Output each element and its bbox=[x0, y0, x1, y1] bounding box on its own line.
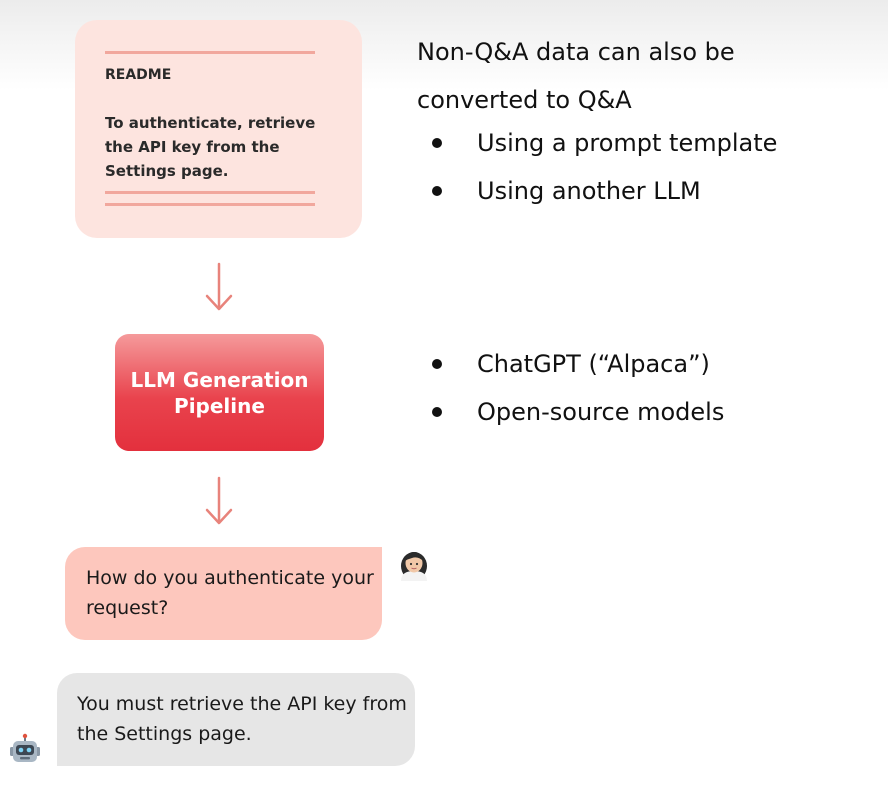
down-arrow-icon bbox=[205, 476, 233, 525]
heading: Non-Q&A data can also be converted to Q&… bbox=[417, 38, 735, 114]
readme-top-rule bbox=[105, 51, 315, 54]
bullet-item: Using another LLM bbox=[432, 167, 777, 215]
readme-bottom-rule-2 bbox=[105, 203, 315, 206]
bullet-list-bottom: ChatGPT (“Alpaca”) Open-source models bbox=[432, 340, 724, 436]
llm-pipeline-box: LLM Generation Pipeline bbox=[115, 334, 324, 451]
readme-title: README bbox=[105, 67, 172, 83]
readme-card: README To authenticate, retrieve the API… bbox=[75, 20, 362, 238]
bullet-dot-icon bbox=[432, 407, 442, 417]
bullet-item: ChatGPT (“Alpaca”) bbox=[432, 340, 724, 388]
bullet-dot-icon bbox=[432, 186, 442, 196]
answer-text: You must retrieve the API key from the S… bbox=[77, 693, 407, 745]
bullet-dot-icon bbox=[432, 359, 442, 369]
down-arrow-icon bbox=[205, 262, 233, 311]
readme-bottom-rule-1 bbox=[105, 191, 315, 194]
question-bubble: How do you authenticate your request? bbox=[65, 547, 382, 640]
user-avatar-icon bbox=[401, 552, 427, 581]
bullet-list-top: Using a prompt template Using another LL… bbox=[432, 119, 777, 215]
pipeline-label: LLM Generation Pipeline bbox=[130, 367, 309, 418]
bullet-item: Using a prompt template bbox=[432, 119, 777, 167]
question-text: How do you authenticate your request? bbox=[86, 567, 374, 619]
robot-icon bbox=[10, 733, 40, 762]
readme-body: To authenticate, retrieve the API key fr… bbox=[105, 114, 316, 180]
bullet-item: Open-source models bbox=[432, 388, 724, 436]
bullet-dot-icon bbox=[432, 138, 442, 148]
answer-bubble: You must retrieve the API key from the S… bbox=[57, 673, 415, 766]
